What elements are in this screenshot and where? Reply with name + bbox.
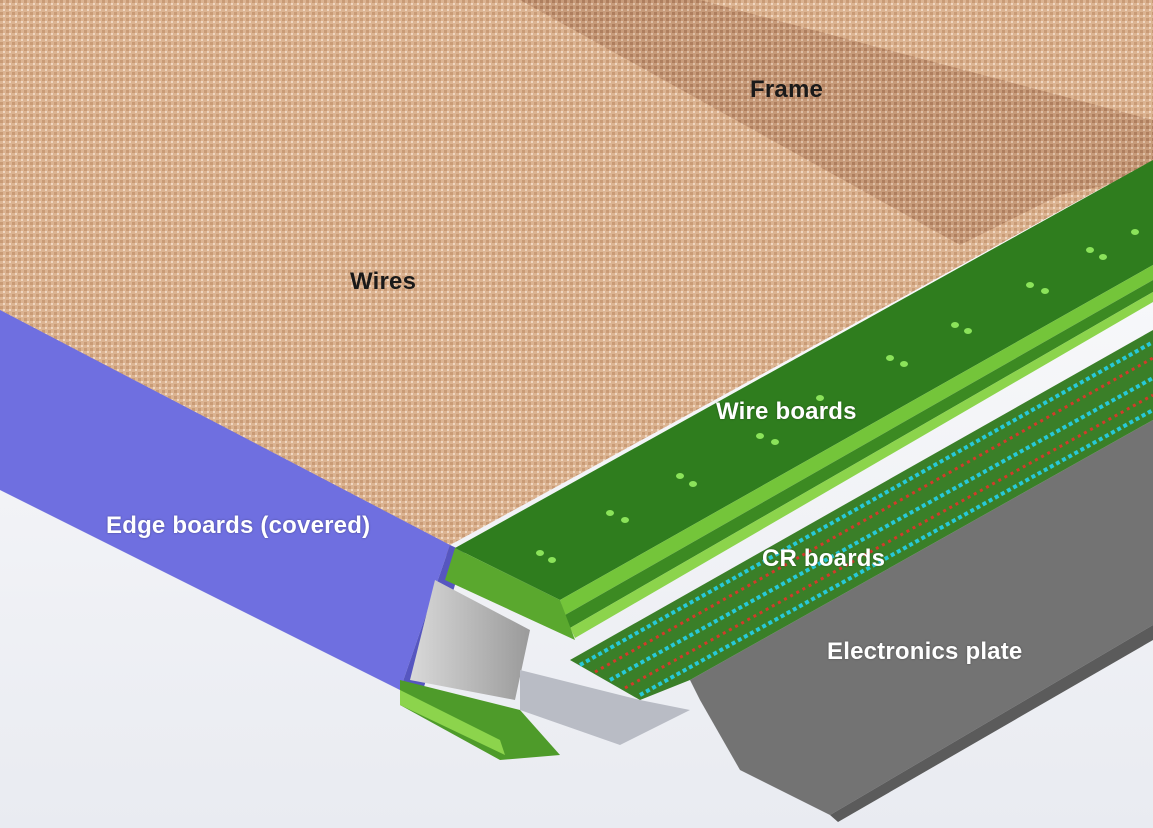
- label-frame: Frame: [750, 76, 824, 103]
- label-cr-boards: CR boards: [762, 545, 886, 572]
- bracket-connector: [520, 670, 690, 745]
- bracket: [410, 580, 530, 700]
- electronics-plate: [690, 420, 1153, 815]
- label-wires: Wires: [350, 268, 417, 295]
- wire-board-layer-2: [565, 280, 1153, 628]
- edge-boards: [0, 310, 450, 690]
- lower-boards: [400, 680, 560, 760]
- wire-board-top: [455, 160, 1153, 600]
- cr-trace-cyan-2: [609, 376, 1153, 682]
- label-electronics-plate: Electronics plate: [827, 638, 1023, 665]
- lower-boards-light: [400, 690, 505, 755]
- wire-board-layer-1: [560, 265, 1153, 615]
- label-edge-boards: Edge boards (covered): [106, 512, 371, 539]
- electronics-plate-edge: [830, 625, 1153, 822]
- wire-board-front: [445, 548, 575, 640]
- cr-trace-red-1: [594, 356, 1153, 674]
- wire-board-layer-3: [570, 292, 1153, 638]
- cr-trace-red-2: [624, 393, 1153, 690]
- wire-board-holes: [536, 229, 1139, 563]
- cr-trace-cyan-1: [579, 340, 1153, 667]
- label-wire-boards: Wire boards: [716, 398, 857, 425]
- frame-strip: [520, 0, 1153, 245]
